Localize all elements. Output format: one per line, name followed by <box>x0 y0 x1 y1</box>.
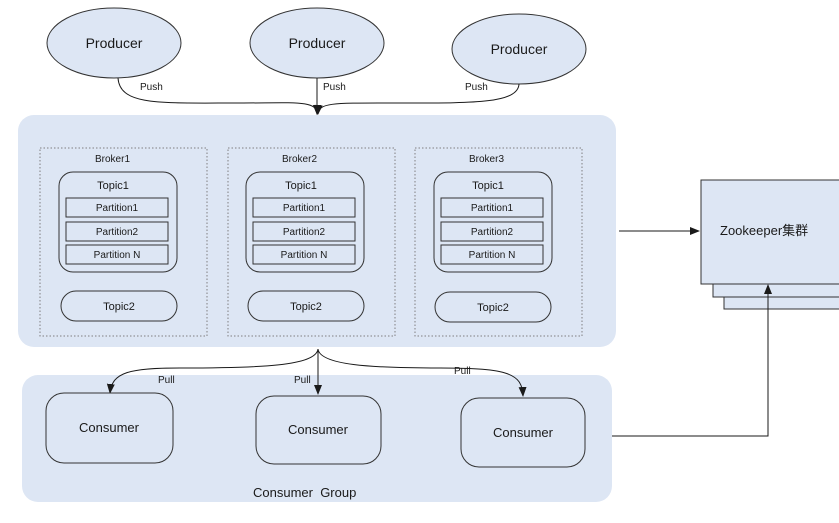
broker-label: Broker1 <box>95 154 130 165</box>
topic2-node <box>434 291 552 323</box>
partition-box <box>65 197 169 218</box>
partition-label: Partition2 <box>283 227 326 238</box>
partition-label: Partition N <box>94 250 141 261</box>
partition-box <box>252 197 356 218</box>
consumer-node-3: Consumer <box>460 397 586 468</box>
partition-label: Partition N <box>281 250 328 261</box>
partition-box <box>65 244 169 265</box>
partition-box <box>440 197 544 218</box>
partition-label: Partition1 <box>471 203 514 214</box>
producer-node-3: Producer <box>451 13 587 85</box>
consumer-label: Consumer <box>288 422 349 437</box>
pull-label-1: Pull <box>158 375 175 386</box>
pull-label-3: Pull <box>454 366 471 377</box>
topic1-label: Topic1 <box>285 180 317 192</box>
topic1-label: Topic1 <box>97 180 129 192</box>
partition-box <box>65 221 169 242</box>
partition-label: Partition2 <box>471 227 514 238</box>
zookeeper-label: Zookeeper集群 <box>720 223 808 238</box>
pull-label-2: Pull <box>294 375 311 386</box>
partition-box <box>252 244 356 265</box>
partition-box <box>252 221 356 242</box>
push-label-2: Push <box>323 82 346 93</box>
producer-node-1: Producer <box>46 7 182 79</box>
partition-label: Partition1 <box>283 203 326 214</box>
zookeeper-cluster: Zookeeper集群 <box>700 179 839 310</box>
consumer-group-label: Consumer Group <box>253 485 356 500</box>
push-arrow-3 <box>314 83 520 115</box>
push-label-3: Push <box>465 82 488 93</box>
broker-label: Broker3 <box>469 154 504 165</box>
topic2-label: Topic2 <box>477 302 509 314</box>
consumer-node-2: Consumer <box>255 395 382 465</box>
partition-box <box>440 244 544 265</box>
partition-label: Partition N <box>469 250 516 261</box>
topic2-label: Topic2 <box>103 301 135 313</box>
producer-label: Producer <box>491 41 548 57</box>
push-label-1: Push <box>140 82 163 93</box>
topic2-label: Topic2 <box>290 301 322 313</box>
producer-label: Producer <box>86 35 143 51</box>
producer-label: Producer <box>289 35 346 51</box>
broker-label: Broker2 <box>282 154 317 165</box>
consumer-label: Consumer <box>79 420 140 435</box>
consumer-label: Consumer <box>493 425 554 440</box>
broker-1: Broker1 Topic1 Partition1 Partition2 Par… <box>39 147 208 337</box>
topic1-label: Topic1 <box>472 180 504 192</box>
pull-arrow-1 <box>106 348 319 394</box>
consumer-to-zookeeper-arrow <box>612 284 772 437</box>
pull-arrow-3 <box>317 348 527 397</box>
partition-box <box>440 221 544 242</box>
push-arrow-1 <box>117 77 321 115</box>
partition-label: Partition2 <box>96 227 139 238</box>
topic2-node <box>60 290 178 322</box>
broker-3: Broker3 Topic1 Partition1 Partition2 Par… <box>414 147 583 337</box>
topic2-node <box>247 290 365 322</box>
partition-label: Partition1 <box>96 203 139 214</box>
producer-node-2: Producer <box>249 7 385 79</box>
consumer-node-1: Consumer <box>45 392 174 464</box>
broker-2: Broker2 Topic1 Partition1 Partition2 Par… <box>227 147 396 337</box>
